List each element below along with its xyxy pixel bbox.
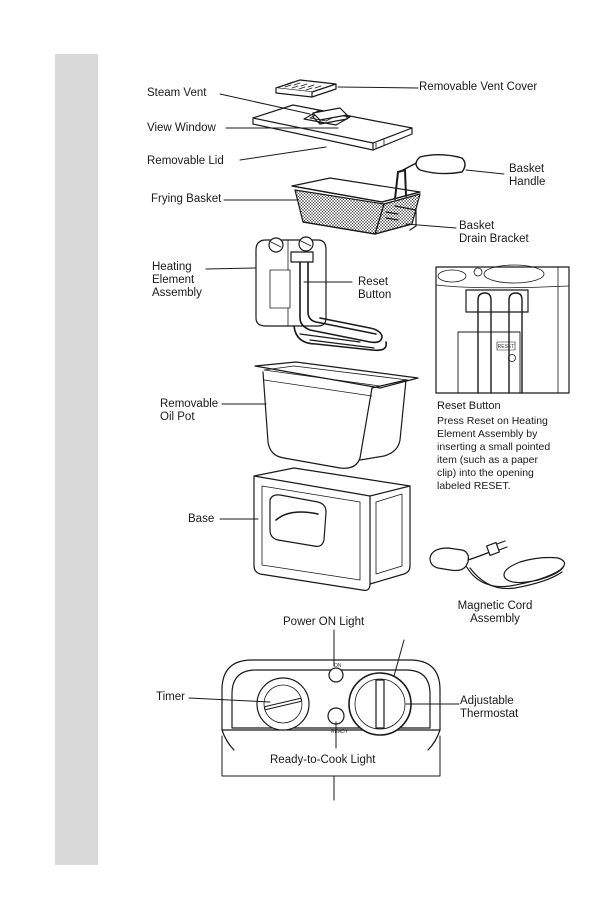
svg-text:ON: ON [334, 663, 342, 669]
page-margin-bar [55, 54, 98, 865]
label-removable-lid: Removable Lid [147, 155, 224, 167]
label-frying-basket: Frying Basket [151, 193, 222, 205]
reset-panel-description: Press Reset on Heating Element Assembly … [437, 415, 551, 492]
label-ready-to-cook-light: Ready-to-Cook Light [270, 754, 376, 766]
label-basket-drain-bracket: Basket Drain Bracket [459, 220, 529, 245]
vent-cover-icon [275, 79, 337, 98]
heating-element-icon [255, 236, 388, 352]
frying-basket-icon [291, 154, 466, 235]
reset-inset-icon: RESET [435, 264, 570, 394]
reset-panel-title: Reset Button [437, 400, 501, 412]
fryer-base-icon [253, 467, 411, 591]
label-adjustable-thermostat: Adjustable Thermostat [460, 695, 519, 720]
label-basket-handle: Basket Handle [509, 163, 546, 188]
label-view-window: View Window [147, 122, 216, 134]
label-magnetic-cord-assembly: Magnetic Cord Assembly [457, 600, 533, 625]
label-steam-vent: Steam Vent [147, 87, 207, 99]
label-removable-oil-pot: Removable Oil Pot [160, 398, 219, 423]
oil-pot-icon [254, 361, 419, 469]
label-base: Base [188, 513, 215, 525]
svg-text:READY: READY [331, 729, 349, 735]
control-panel-icon: ON READY [221, 659, 441, 751]
fryer-lid-icon [252, 104, 413, 151]
label-reset-button: Reset Button [358, 276, 392, 301]
reset-tag-text: RESET [498, 344, 515, 350]
label-timer: Timer [156, 691, 185, 703]
leader-lines [188, 86, 505, 801]
label-removable-vent-cover: Removable Vent Cover [419, 81, 538, 93]
label-heating-element-assembly: Heating Element Assembly [152, 261, 202, 299]
magnetic-cord-icon [429, 540, 566, 590]
label-power-on-light: Power ON Light [283, 616, 365, 628]
